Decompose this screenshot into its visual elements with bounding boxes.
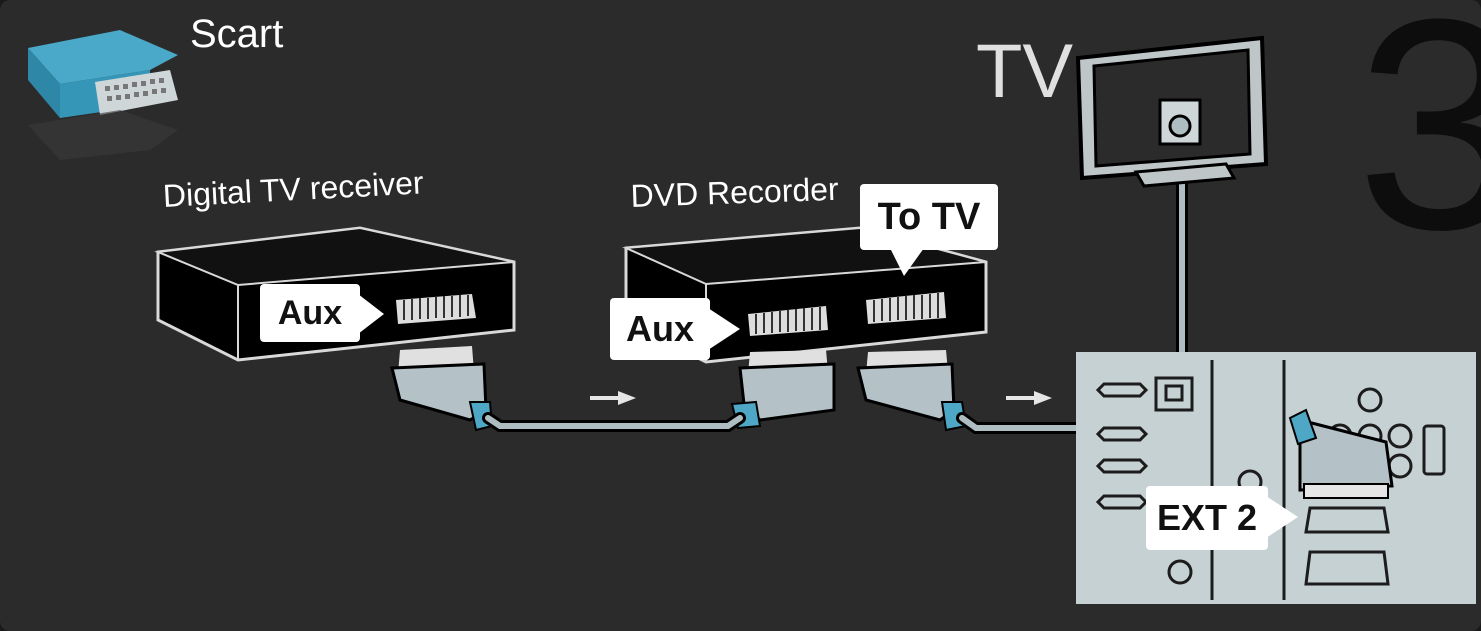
recorder-scart-out-port (866, 292, 946, 324)
to-tv-callout: To TV (860, 184, 998, 250)
receiver-aux-label: Aux (277, 293, 343, 332)
recorder-scart-in-port (748, 306, 828, 336)
signal-arrow-1 (590, 391, 636, 405)
signal-arrow-2 (1006, 391, 1052, 405)
tv-set (1075, 35, 1269, 188)
tv-title: TV (976, 29, 1074, 114)
step-number: 3 (1356, 0, 1481, 292)
receiver-aux-pointer (358, 294, 384, 334)
recorder-aux-callout: Aux (610, 298, 710, 360)
ext2-label: EXT 2 (1156, 497, 1258, 538)
recorder-aux-pointer (708, 308, 740, 350)
scart-plug-icon (28, 30, 178, 160)
receiver-aux-callout: Aux (260, 284, 360, 342)
ext2-pointer (1266, 496, 1298, 538)
scart-legend-label: Scart (190, 12, 284, 56)
recorder-aux-label: Aux (625, 308, 694, 349)
to-tv-label: To TV (877, 195, 981, 238)
to-tv-pointer (890, 248, 924, 276)
ext2-callout: EXT 2 (1146, 486, 1268, 550)
recorder-title: DVD Recorder (630, 170, 840, 214)
tv-connector-panel (1076, 352, 1476, 604)
receiver-scart-port (396, 294, 476, 324)
